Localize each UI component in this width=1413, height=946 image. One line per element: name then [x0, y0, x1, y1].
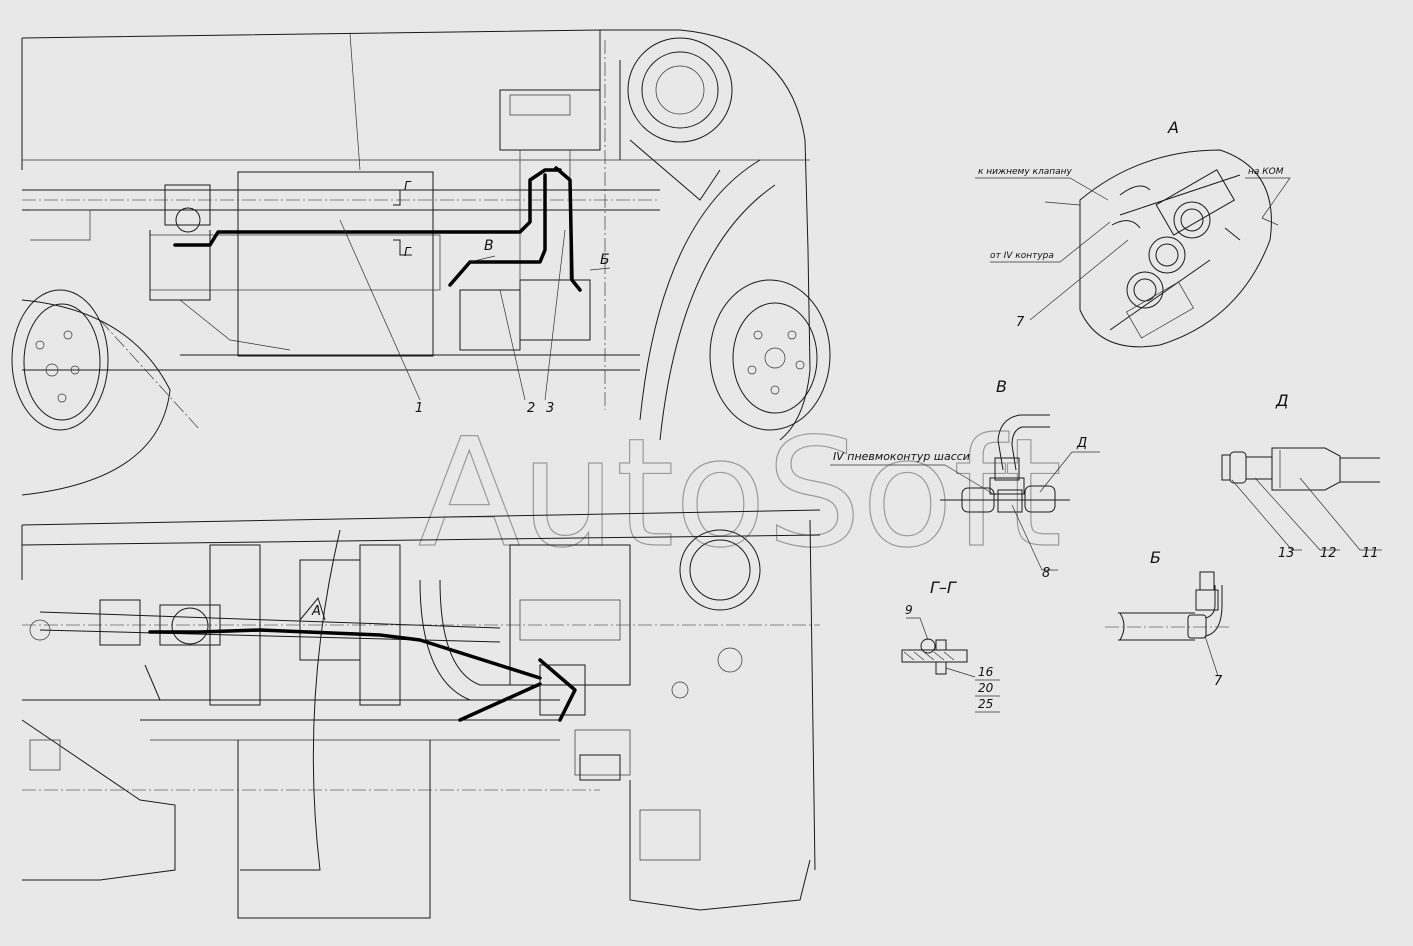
view-v-callout-8: 8	[1042, 566, 1050, 581]
section-gg-callout-16: 16	[978, 665, 994, 679]
upper-main-view: Г Г В Б 1 2 3	[11, 29, 831, 496]
section-gg-title: Г–Г	[930, 578, 957, 597]
section-gg-callout-9: 9	[905, 603, 913, 617]
view-d-callout-11: 11	[1362, 546, 1379, 561]
callout-2: 2	[527, 401, 535, 416]
view-a-label-to-pto: на КОМ	[1248, 167, 1284, 177]
marker-v: В	[484, 238, 494, 254]
lower-marker-a: А	[311, 604, 321, 619]
view-b-title: Б	[1150, 548, 1161, 567]
view-v: В IV пневмоконтур шасси Д 8	[830, 377, 1100, 581]
view-d: Д 13 12 11	[1221, 391, 1382, 561]
section-gg-callout-20: 20	[978, 681, 994, 695]
view-b: Б 7	[1105, 548, 1230, 689]
view-a-label-to-lower-valve: к нижнему клапану	[978, 167, 1073, 177]
view-b-callout-7: 7	[1214, 674, 1223, 689]
view-a-label-from-circuit: от IV контура	[990, 251, 1054, 261]
section-mark-top: Г	[404, 179, 412, 193]
section-gg: Г–Г 9 16 20 25	[901, 578, 1000, 713]
view-v-callout-d: Д	[1076, 436, 1087, 451]
view-d-title: Д	[1275, 391, 1289, 410]
view-d-callout-13: 13	[1278, 546, 1295, 561]
callout-3: 3	[546, 401, 554, 416]
view-d-callout-12: 12	[1320, 546, 1337, 561]
view-a: А к нижнему клапану на КОМ от IV контура…	[975, 118, 1291, 348]
view-a-callout-7: 7	[1016, 315, 1025, 330]
section-gg-callout-25: 25	[978, 697, 993, 711]
watermark: AutoSoft	[418, 407, 1062, 581]
callout-1: 1	[415, 401, 423, 416]
lower-main-view: А	[21, 509, 821, 919]
marker-b: Б	[600, 252, 610, 268]
view-a-title: А	[1167, 118, 1179, 137]
view-v-title: В	[996, 377, 1007, 396]
section-mark-bottom: Г	[404, 245, 412, 259]
view-v-circuit-label: IV пневмоконтур шасси	[833, 450, 970, 463]
